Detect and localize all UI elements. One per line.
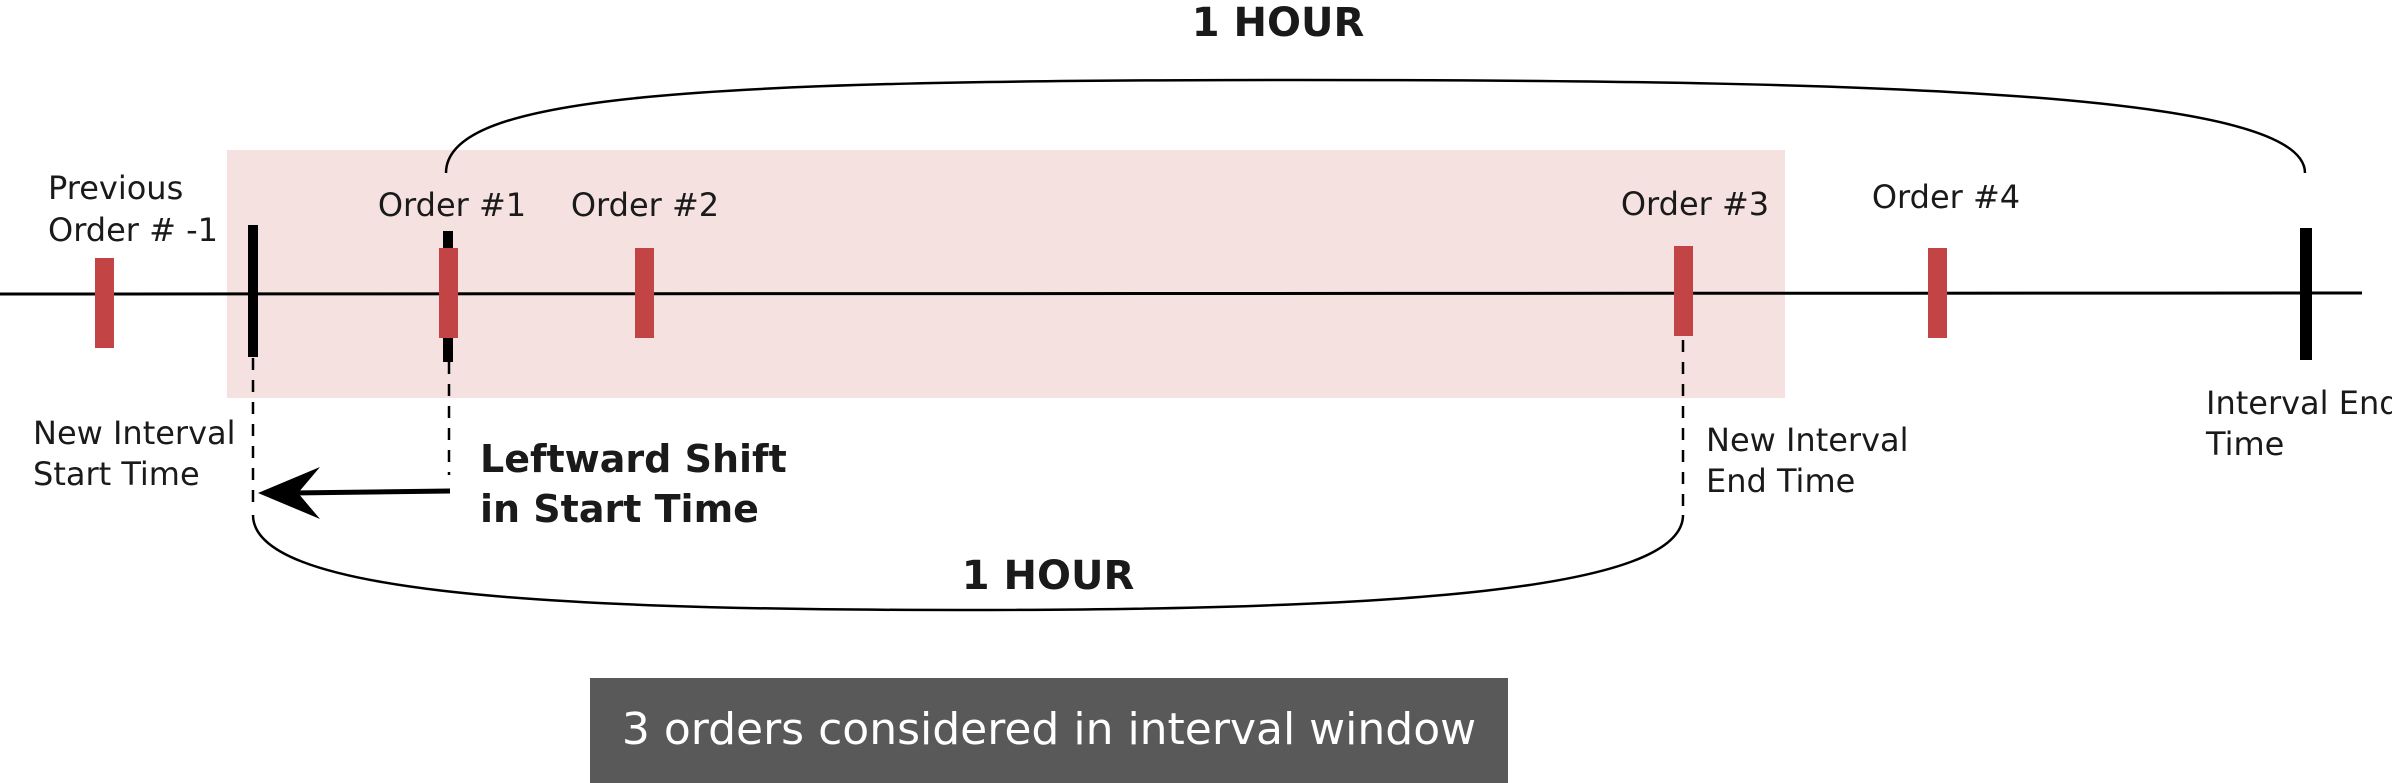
left-arrow-icon [258,467,451,519]
order-3-label: Order #3 [1621,185,1769,223]
order-1-tick [439,248,458,338]
order-4-label: Order #4 [1872,178,2020,216]
order-3-tick [1674,246,1693,336]
new-end-label: New Interval End Time [1706,421,1919,500]
summary-text: 3 orders considered in interval window [622,704,1476,755]
interval-window-shade [227,150,1785,398]
bottom-hour-label: 1 HOUR [962,553,1135,599]
timeline-axis [0,291,2363,296]
new-start-label: New Interval Start Time [33,414,246,493]
order-previous-label: Previous Order # -1 [48,169,218,249]
order-previous-tick [95,258,114,348]
shift-label: Leftward Shift in Start Time [480,437,800,531]
top-hour-bracket [444,78,2307,174]
summary-banner [590,678,1508,783]
bottom-hour-bracket [251,514,1685,612]
order-1-label: Order #1 [378,186,526,224]
interval-end-tick [2300,228,2312,360]
top-hour-label: 1 HOUR [1192,0,1365,46]
order-2-tick [635,248,654,338]
order-4-tick [1928,248,1947,338]
new-start-tick [248,225,258,357]
interval-end-label: Interval End Time [2205,384,2392,463]
order-2-label: Order #2 [571,186,719,224]
